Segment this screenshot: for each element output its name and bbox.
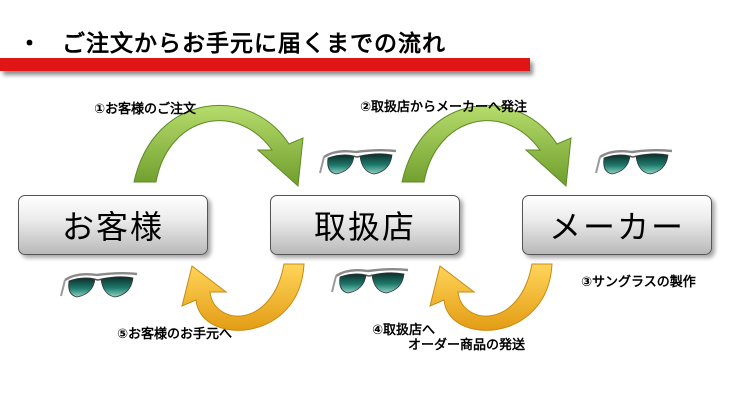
arrow-order-green	[133, 104, 304, 188]
title-text: ご注文からお手元に届くまでの流れ	[62, 31, 446, 57]
step-4-label-line2: オーダー商品の発送	[408, 338, 526, 353]
node-maker: メーカー	[522, 195, 712, 255]
step-4-label-line1: ④取扱店へ	[372, 323, 436, 338]
step-1-label: ①お客様のご注文	[94, 102, 197, 117]
sunglasses-image-shop-top	[318, 148, 398, 176]
arrow-ship-to-shop-yellow	[429, 263, 553, 331]
sunglasses-image-shop-bottom	[330, 268, 410, 295]
sunglasses-image-maker	[594, 148, 674, 176]
arrow-deliver-to-customer-yellow	[181, 263, 305, 331]
title-bullet: ・	[18, 31, 42, 57]
node-customer: お客様	[18, 195, 208, 255]
sunglasses-image-customer	[59, 272, 139, 299]
step-5-label: ⑤お客様のお手元へ	[117, 327, 233, 342]
step-3-label: ③サングラスの製作	[581, 275, 696, 290]
arrow-purchase-order-green	[401, 104, 572, 188]
step-2-label: ②取扱店からメーカーへ発注	[360, 100, 528, 115]
node-shop: 取扱店	[270, 195, 460, 255]
title-underline-bar	[0, 58, 530, 71]
page-title: ・ご注文からお手元に届くまでの流れ	[18, 24, 446, 58]
